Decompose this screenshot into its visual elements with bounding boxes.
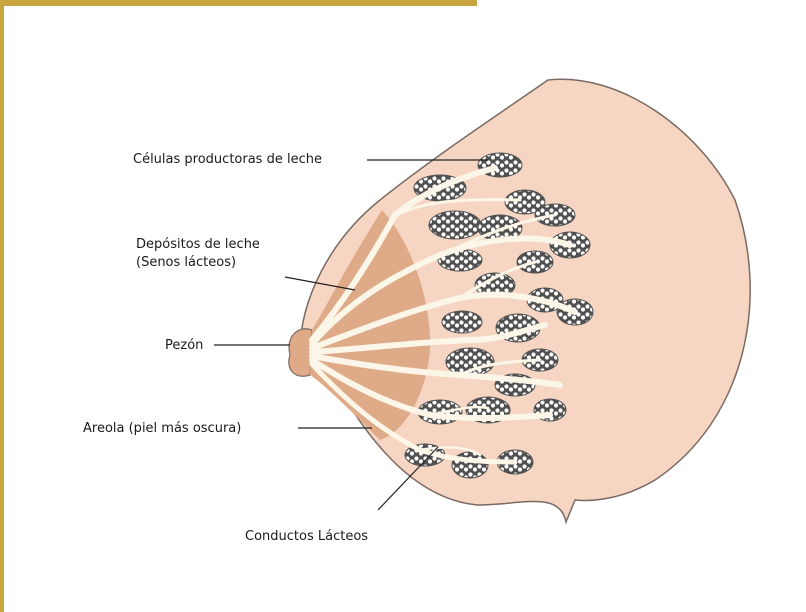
lobule-cluster xyxy=(442,311,482,333)
lobule-cluster xyxy=(429,211,481,239)
label-milk-ducts: Conductos Lácteos xyxy=(245,528,368,546)
lobule-cluster xyxy=(452,452,488,478)
label-milk-reservoirs: Depósitos de leche (Senos lácteos) xyxy=(136,236,260,272)
label-milk-cells: Células productoras de leche xyxy=(133,151,322,169)
label-areola: Areola (piel más oscura) xyxy=(83,420,241,438)
label-nipple: Pezón xyxy=(165,337,203,355)
nipple-shape xyxy=(289,329,312,377)
